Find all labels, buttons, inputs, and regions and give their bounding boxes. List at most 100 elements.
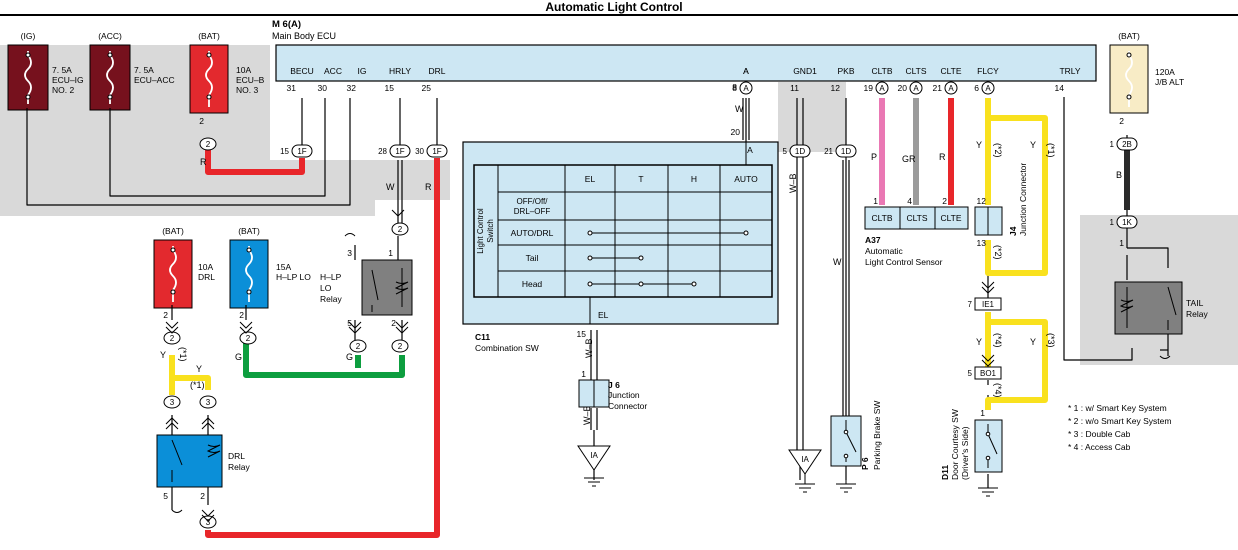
svg-text:CLTS: CLTS bbox=[906, 213, 927, 223]
svg-text:A: A bbox=[747, 145, 753, 155]
svg-text:4: 4 bbox=[907, 196, 912, 206]
svg-text:DRL–OFF: DRL–OFF bbox=[514, 207, 551, 216]
svg-text:7: 7 bbox=[968, 300, 973, 309]
fuse-terminal bbox=[25, 52, 31, 58]
svg-text:G: G bbox=[346, 352, 353, 362]
inline-connectors: 1F 15 1F 28 1F 30 1D 5 1D 21 2B 1 1K 1 I… bbox=[163, 137, 1138, 529]
svg-text:Junction: Junction bbox=[608, 390, 640, 400]
svg-text:3: 3 bbox=[206, 518, 211, 527]
combination-switch: A 20 Light Control Switch EL T H AUTO OF… bbox=[462, 127, 779, 379]
svg-text:2: 2 bbox=[199, 116, 204, 126]
ecu-pin-label: CLTS bbox=[905, 66, 926, 76]
ecu-pin-label: DRL bbox=[428, 66, 445, 76]
svg-text:2: 2 bbox=[942, 196, 947, 206]
ecu-pin-label: CLTE bbox=[940, 66, 961, 76]
svg-text:2: 2 bbox=[163, 310, 168, 320]
svg-text:Connector: Connector bbox=[608, 401, 647, 411]
parking-brake-switch: P 6 Parking Brake SW bbox=[830, 401, 882, 470]
svg-text:(*4): (*4) bbox=[993, 333, 1003, 348]
svg-text:Automatic: Automatic bbox=[865, 246, 904, 256]
svg-text:1F: 1F bbox=[297, 147, 306, 156]
svg-text:20: 20 bbox=[731, 127, 741, 137]
svg-text:Combination SW: Combination SW bbox=[475, 343, 539, 353]
fuse-rating: 10A bbox=[198, 262, 213, 272]
svg-text:W–B: W–B bbox=[582, 405, 592, 425]
ecu-pin-number: 20 bbox=[898, 83, 908, 93]
svg-text:1: 1 bbox=[581, 369, 586, 379]
ecu-pin-number: 32 bbox=[347, 83, 357, 93]
svg-text:Y: Y bbox=[1030, 337, 1036, 347]
svg-text:LO: LO bbox=[320, 283, 332, 293]
svg-text:Y: Y bbox=[1030, 140, 1036, 150]
fuse-terminal bbox=[107, 94, 113, 100]
svg-text:IA: IA bbox=[590, 451, 598, 460]
svg-text:1: 1 bbox=[1119, 238, 1124, 248]
svg-text:EL: EL bbox=[585, 174, 596, 184]
pin-connector-letter: A bbox=[985, 84, 991, 93]
fuse-terminal bbox=[1126, 94, 1132, 100]
ecu-pin-label: FLCY bbox=[977, 66, 999, 76]
ecu-pin-label: BECU bbox=[290, 66, 314, 76]
svg-text:2: 2 bbox=[239, 310, 244, 320]
notes: * 1 : w/ Smart Key System * 2 : w/o Smar… bbox=[1068, 403, 1171, 452]
fuse-name: ECU–B bbox=[236, 75, 265, 85]
ecu-pin-label: A bbox=[743, 66, 749, 76]
svg-text:G: G bbox=[235, 352, 242, 362]
svg-text:5: 5 bbox=[783, 147, 788, 156]
svg-text:15: 15 bbox=[280, 147, 289, 156]
svg-text:W–B: W–B bbox=[584, 338, 594, 358]
svg-text:2: 2 bbox=[1119, 116, 1124, 126]
ecu-code: M 6(A) bbox=[272, 19, 301, 30]
ecu-pin-number: 6 bbox=[974, 83, 979, 93]
svg-text:8: 8 bbox=[732, 82, 737, 92]
ecu-pin-number: 21 bbox=[933, 83, 943, 93]
pin-connector-circle bbox=[909, 81, 923, 95]
svg-text:D11: D11 bbox=[940, 465, 950, 480]
svg-text:Y: Y bbox=[976, 140, 982, 150]
fuse-name-2: NO. 3 bbox=[236, 85, 258, 95]
svg-text:IA: IA bbox=[801, 455, 809, 464]
svg-text:1: 1 bbox=[873, 196, 878, 206]
light-control-sensor: CLTB CLTS CLTE 1 4 2 A37 Automatic Light… bbox=[864, 196, 969, 267]
ecu-pin-label: IG bbox=[358, 66, 367, 76]
svg-text:3: 3 bbox=[170, 398, 175, 407]
svg-text:2: 2 bbox=[398, 342, 403, 351]
svg-text:2: 2 bbox=[200, 491, 205, 501]
ecu-pin-label: TRLY bbox=[1059, 66, 1080, 76]
fuse-terminal bbox=[246, 289, 252, 295]
fuse-name-2: NO. 2 bbox=[52, 85, 74, 95]
ecu-pin-number: 30 bbox=[318, 83, 328, 93]
svg-text:1F: 1F bbox=[432, 147, 441, 156]
main-body-ecu: M 6(A) Main Body ECU BECU31ACC30IG32HRLY… bbox=[272, 19, 1097, 95]
fuse-terminal bbox=[170, 289, 176, 295]
svg-text:Y: Y bbox=[196, 364, 202, 374]
drl-relay: DRL Relay 5 2 bbox=[156, 434, 250, 513]
svg-text:3: 3 bbox=[347, 248, 352, 258]
tail-relay: TAIL Relay bbox=[1114, 281, 1208, 359]
svg-text:Tail: Tail bbox=[526, 253, 539, 263]
wire-labels: R R W W W–B W P GR R Y Y Y Y B Y Y G G W… bbox=[160, 104, 1122, 425]
pin-connector-circle bbox=[981, 81, 995, 95]
svg-text:CLTB: CLTB bbox=[871, 213, 892, 223]
svg-text:DRL: DRL bbox=[228, 451, 245, 461]
svg-text:* 1 : w/ Smart Key System: * 1 : w/ Smart Key System bbox=[1068, 403, 1167, 413]
svg-text:(*4): (*4) bbox=[993, 383, 1003, 398]
ecu-pin-number: 14 bbox=[1055, 83, 1065, 93]
svg-text:* 2 : w/o Smart Key System: * 2 : w/o Smart Key System bbox=[1068, 416, 1171, 426]
pin-connector-circle bbox=[739, 81, 753, 95]
fuse-rating: 7. 5A bbox=[134, 65, 154, 75]
svg-text:A: A bbox=[743, 66, 749, 76]
svg-text:2: 2 bbox=[246, 334, 251, 343]
ecu-pin-number: 25 bbox=[422, 83, 432, 93]
ecu-pin-label: ACC bbox=[324, 66, 342, 76]
svg-text:(*2): (*2) bbox=[993, 245, 1003, 260]
svg-text:GR: GR bbox=[902, 154, 916, 164]
fuse-name: DRL bbox=[198, 272, 215, 282]
svg-text:AUTO/DRL: AUTO/DRL bbox=[511, 228, 554, 238]
ecu-pin-number: 11 bbox=[790, 83, 799, 93]
ecu-pin-number: 19 bbox=[864, 83, 874, 93]
svg-text:Parking Brake SW: Parking Brake SW bbox=[872, 401, 882, 470]
